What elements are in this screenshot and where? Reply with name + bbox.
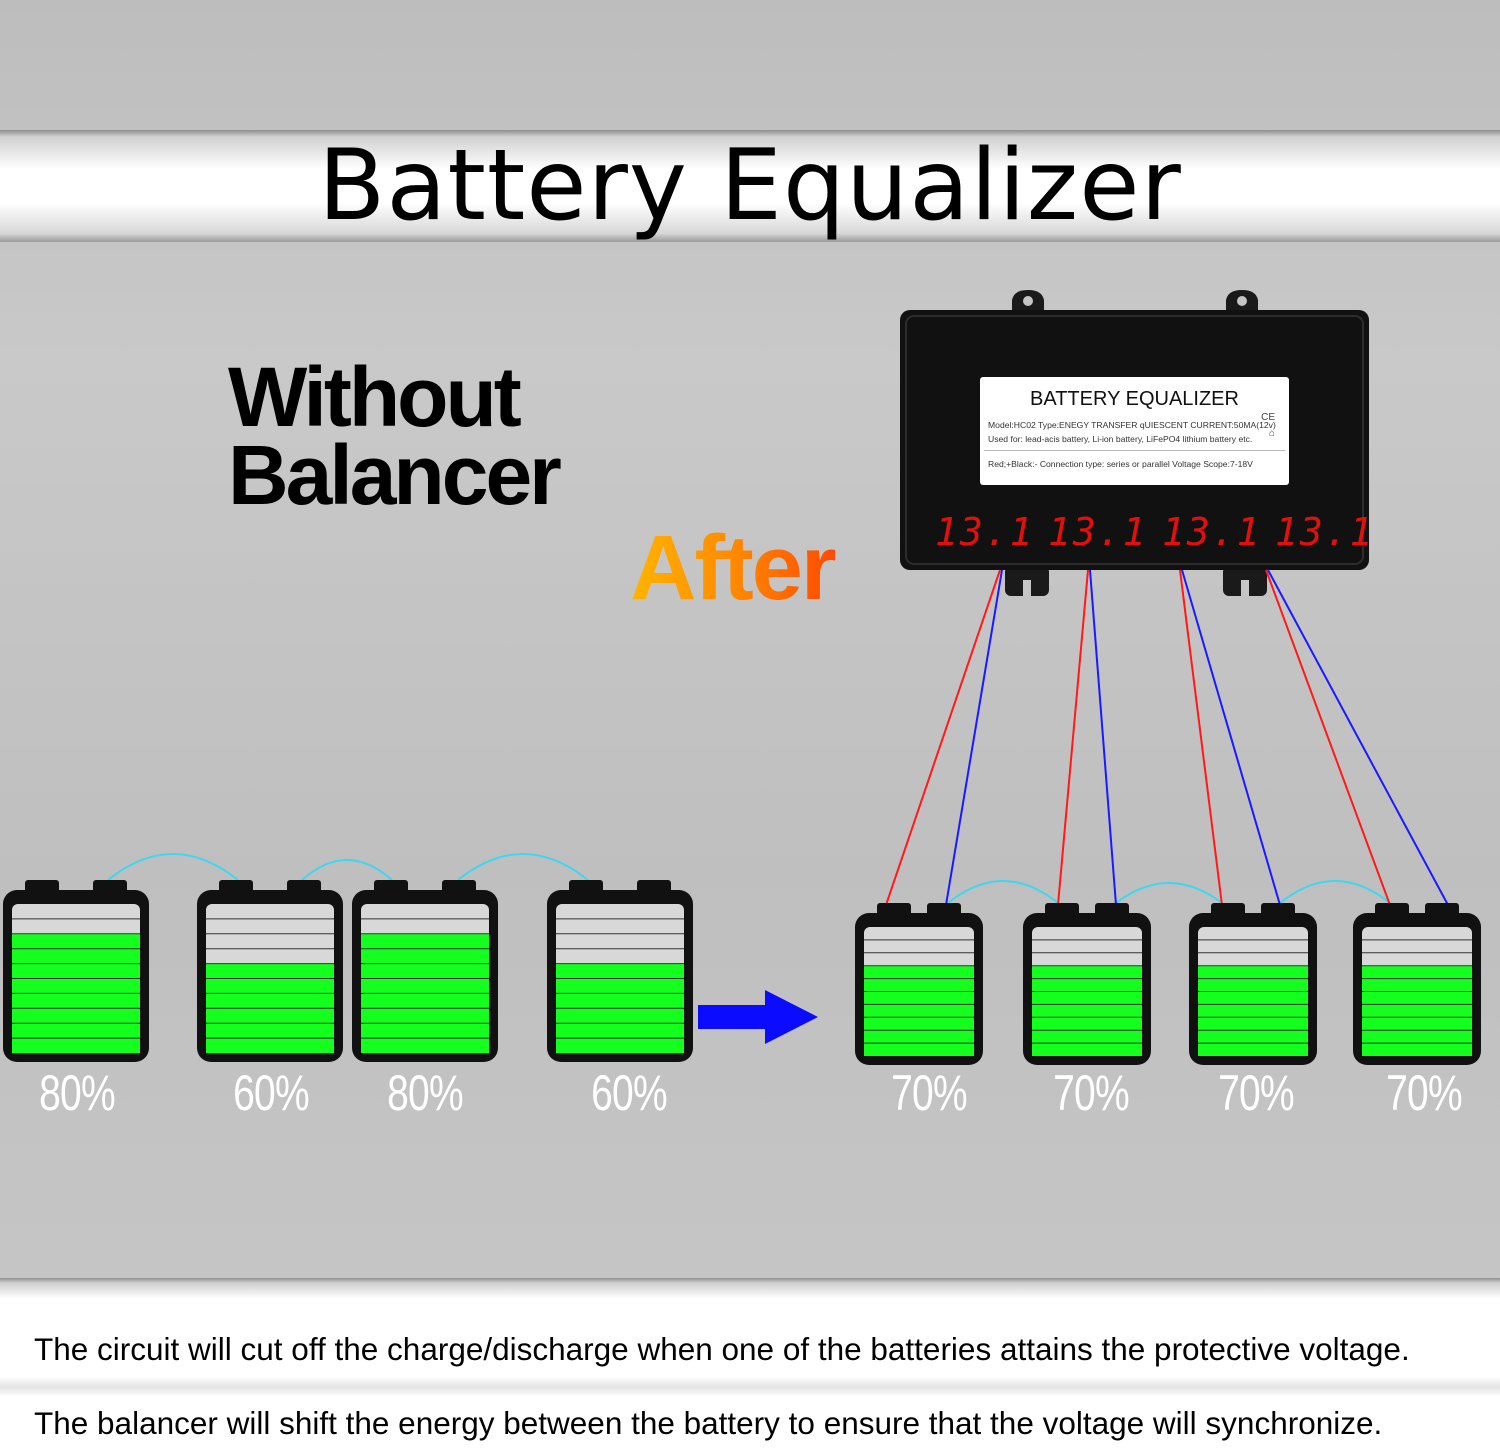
link-wire-after-3 [1279, 880, 1391, 904]
battery-after-3 [1189, 903, 1317, 1065]
ce-mark: CE [1261, 412, 1275, 423]
device-spec-line-2: Used for: lead-acis battery, Li-ion batt… [988, 434, 1253, 444]
link-wire-after-2 [1115, 882, 1223, 904]
voltage-readout-4: 13.1 [1275, 510, 1375, 554]
equalizer-lead-4 [1089, 569, 1117, 906]
battery-after-4-charge-fill [1362, 965, 1472, 1056]
battery-after-1-percent: 70% [891, 1065, 968, 1121]
equalizer-lead-3 [1057, 569, 1089, 906]
battery-without-3-percent: 80% [387, 1065, 464, 1121]
without-label-line-1: Without [228, 350, 522, 444]
battery-without-4 [547, 880, 693, 1062]
battery-without-4-percent: 60% [591, 1065, 668, 1121]
without-balancer-label: Without Balancer [228, 350, 588, 522]
device-spec-line-3: Red;+Black:- Connection type: series or … [988, 459, 1253, 469]
equalizer-lead-8 [1267, 569, 1449, 906]
equalizer-lead-5 [1179, 569, 1223, 906]
page-title: Battery Equalizer [318, 129, 1182, 243]
voltage-readout-1: 13.1 [935, 510, 1035, 554]
right-arrow-icon [698, 990, 818, 1044]
mount-slot-bottom-right [1241, 580, 1249, 596]
link-wire-after-1 [947, 880, 1059, 904]
title-band [0, 130, 1500, 242]
battery-after-2-charge-fill [1032, 965, 1142, 1056]
device-spec-line-1: Model:HC02 Type:ENEGY TRANSFER qUIESCENT… [988, 420, 1276, 430]
wires-group [107, 569, 1449, 906]
batteries-after-balancer [855, 903, 1481, 1065]
battery-after-4-percent: 70% [1386, 1065, 1463, 1121]
battery-after-1-charge-fill [864, 965, 974, 1056]
mount-hole-top-left [1023, 296, 1033, 306]
battery-after-2-percent: 70% [1053, 1065, 1130, 1121]
caption-line-1: The circuit will cut off the charge/disc… [34, 1331, 1410, 1367]
equalizer-lead-1 [885, 569, 1001, 906]
caption-band [0, 1278, 1500, 1448]
battery-without-3 [352, 880, 498, 1062]
battery-after-1 [855, 903, 983, 1065]
voltage-readout-2: 13.1 [1048, 510, 1148, 554]
batteries-without-balancer [3, 880, 693, 1062]
battery-after-3-percent: 70% [1218, 1065, 1295, 1121]
device-case-rim [905, 315, 1364, 565]
battery-after-2 [1023, 903, 1151, 1065]
without-label-line-2: Balancer [228, 428, 562, 522]
battery-without-1-percent: 80% [39, 1065, 116, 1121]
mount-hole-top-right [1237, 296, 1247, 306]
after-label: After [630, 517, 837, 619]
battery-without-1 [3, 880, 149, 1062]
battery-without-2-percent: 60% [233, 1065, 310, 1121]
link-wire-without-2 [301, 859, 393, 881]
caption-line-2: The balancer will shift the energy betwe… [34, 1405, 1383, 1441]
mount-slot-bottom-left [1023, 580, 1031, 596]
battery-after-3-charge-fill [1198, 965, 1308, 1056]
link-wire-without-1 [107, 853, 239, 881]
voltage-readout-3: 13.1 [1162, 510, 1262, 554]
device-label-title: BATTERY EQUALIZER [1030, 388, 1239, 410]
wheelie-bin-icon: ⌂ [1268, 428, 1275, 439]
device-label-divider [984, 450, 1285, 451]
equalizer-lead-2 [945, 569, 1003, 906]
battery-without-2 [197, 880, 343, 1062]
equalizer-lead-6 [1181, 569, 1281, 906]
equalizer-lead-7 [1265, 569, 1391, 906]
link-wire-without-3 [457, 853, 589, 881]
battery-after-4 [1353, 903, 1481, 1065]
device-label: BATTERY EQUALIZER Model:HC02 Type:ENEGY … [980, 377, 1289, 485]
